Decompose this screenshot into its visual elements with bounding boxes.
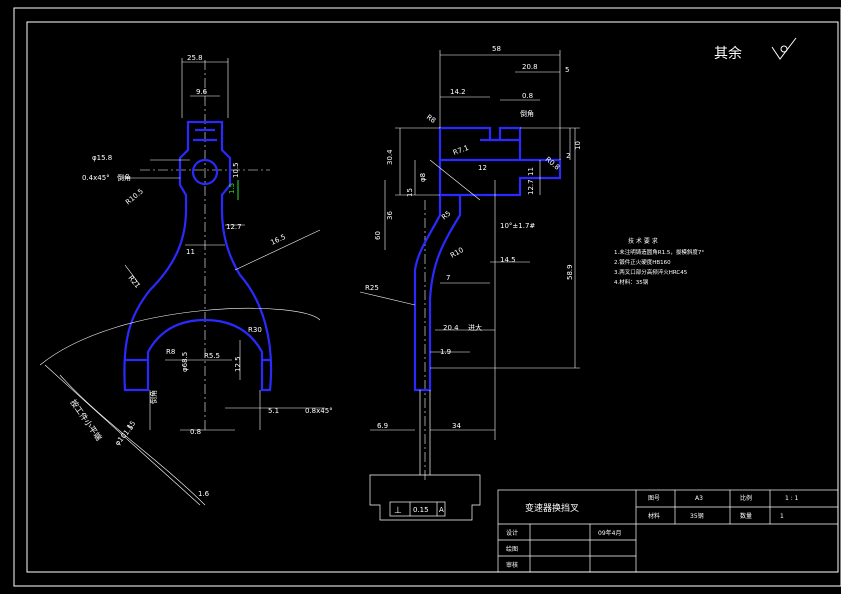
dim-20-4-note: 进大 — [468, 323, 482, 332]
dim-11: 12.7 — [226, 223, 242, 231]
dim-14-2: 14.2 — [450, 88, 466, 96]
dim-chamfer-note: 倒角 — [117, 173, 131, 182]
checker-label: 审核 — [506, 561, 518, 569]
gdt-frame — [389, 501, 446, 517]
dim-chamfer-2: 5.1 — [268, 407, 279, 415]
dim-12-7-green: 1.5 — [228, 183, 236, 194]
scale-value: 1 : 1 — [785, 495, 799, 502]
dim-r30: R21 — [126, 274, 141, 290]
dim-r5-5: R8 — [166, 348, 175, 356]
inner-frame — [26, 21, 839, 573]
dim-10-5: 10.5 — [232, 162, 240, 178]
roughness-label: 其余 — [714, 45, 742, 62]
dim-12: 12 — [478, 164, 487, 172]
material-label: 材料 — [648, 512, 660, 520]
dim-chamfer-2-note: 0.8x45° — [305, 407, 333, 415]
dim-7: 7 — [446, 274, 450, 282]
design-date: 09年4月 — [598, 529, 621, 537]
gdt-datum: A — [439, 506, 444, 514]
dim-10-r: 10 — [574, 141, 582, 150]
dim-r0-8: R0.8 — [544, 155, 561, 171]
right-view: 58 20.8 14.2 0.8 R8 倒角 30.4 R7.1 12 5 φ8… — [359, 45, 582, 480]
dim-12-7-r: 12.7 — [527, 179, 535, 195]
dim-phi15-8: φ15.8 — [92, 154, 112, 162]
dim-r8-r: R8 — [425, 113, 437, 125]
outer-frame — [13, 7, 841, 587]
dim-25-8: 25.8 — [187, 54, 203, 62]
drawing-no-label: 图号 — [648, 495, 660, 502]
dim-12-5: φ68.5 — [181, 352, 189, 372]
dim-9-6: 9.6 — [196, 88, 208, 96]
dim-60: 60 — [374, 231, 382, 240]
dim-0-8-r: 0.8 — [522, 92, 533, 100]
part-name: 变速器换挡叉 — [525, 502, 579, 514]
designer-label: 设计 — [506, 529, 518, 537]
tech-req-item-3: 3.两叉口部分高频淬火HRC45 — [614, 268, 688, 276]
tech-req-item-1: 1.未注明铸造圆角R1.5，拔模斜度7° — [614, 248, 704, 256]
scale-label: 比例 — [740, 494, 752, 502]
dim-5-1: 0.8 — [190, 428, 201, 436]
title-block — [497, 489, 839, 573]
dim-15-r: 15 — [406, 188, 414, 197]
dim-chamfer-r: 倒角 — [520, 109, 534, 118]
gdt-symbol: ⊥ — [394, 506, 402, 516]
dim-r10-5: R10.5 — [124, 187, 145, 206]
tech-requirements: 技 术 要 求 1.未注明铸造圆角R1.5，拔模斜度7° 2.锻件正火硬度HB1… — [614, 237, 704, 286]
dim-r25: R25 — [365, 284, 379, 292]
dim-11-r: 11 — [527, 167, 535, 176]
dim-14-5: 14.5 — [500, 256, 516, 264]
dim-r10: R10 — [449, 246, 465, 260]
dim-chamfer: 0.4x45° — [82, 174, 110, 182]
dim-phi68-5: R5.5 — [204, 352, 220, 360]
dim-15: 倒角 — [149, 390, 158, 404]
dim-r8: R30 — [248, 326, 262, 334]
dim-58: 58 — [492, 45, 501, 53]
tech-req-title: 技 术 要 求 — [628, 237, 658, 245]
drawer-label: 绘图 — [506, 545, 518, 553]
dim-6-9: 6.9 — [377, 422, 388, 430]
dim-phi8: φ8 — [419, 173, 427, 182]
dim-5: 5 — [565, 66, 569, 74]
dim-angle: 10°±1.7# — [500, 222, 535, 230]
gdt-tolerance: 0.15 — [413, 506, 429, 514]
dim-phi101-5: 15 — [125, 419, 137, 431]
tol-rough-1-6: 1.6 — [198, 490, 210, 498]
dim-30-4: 30.4 — [386, 149, 394, 165]
left-view: 1.5 25.8 9.6 φ15.8 0.4x45° 倒角 R10.5 10.5… — [39, 54, 333, 506]
dim-20-8: 20.8 — [522, 63, 538, 71]
base-block — [369, 390, 481, 521]
qty-value: 1 — [780, 513, 784, 520]
material-value: 35钢 — [690, 512, 704, 520]
dim-1-9: 1.9 — [440, 348, 451, 356]
radial-label: 按工件小平端 — [68, 397, 104, 442]
tech-req-item-4: 4.材料：35钢 — [614, 278, 649, 286]
qty-label: 数量 — [740, 512, 752, 520]
dim-16-5: 11 — [186, 248, 195, 256]
dim-r5: R5 — [440, 209, 452, 221]
dim-36: 36 — [386, 211, 394, 220]
dim-0-8: 12.5 — [234, 356, 242, 372]
drawing-no: A3 — [695, 495, 703, 502]
dim-58-9: 58.9 — [566, 264, 574, 280]
dim-20-4: 20.4 — [443, 324, 459, 332]
tech-req-item-2: 2.锻件正火硬度HB160 — [614, 258, 671, 266]
dim-34: 34 — [452, 422, 461, 430]
dim-r7-1: R7.1 — [452, 144, 470, 157]
dim-r21: 16.5 — [269, 233, 287, 247]
roughness-symbol-icon — [771, 37, 797, 60]
dim-2: 2 — [566, 152, 570, 160]
